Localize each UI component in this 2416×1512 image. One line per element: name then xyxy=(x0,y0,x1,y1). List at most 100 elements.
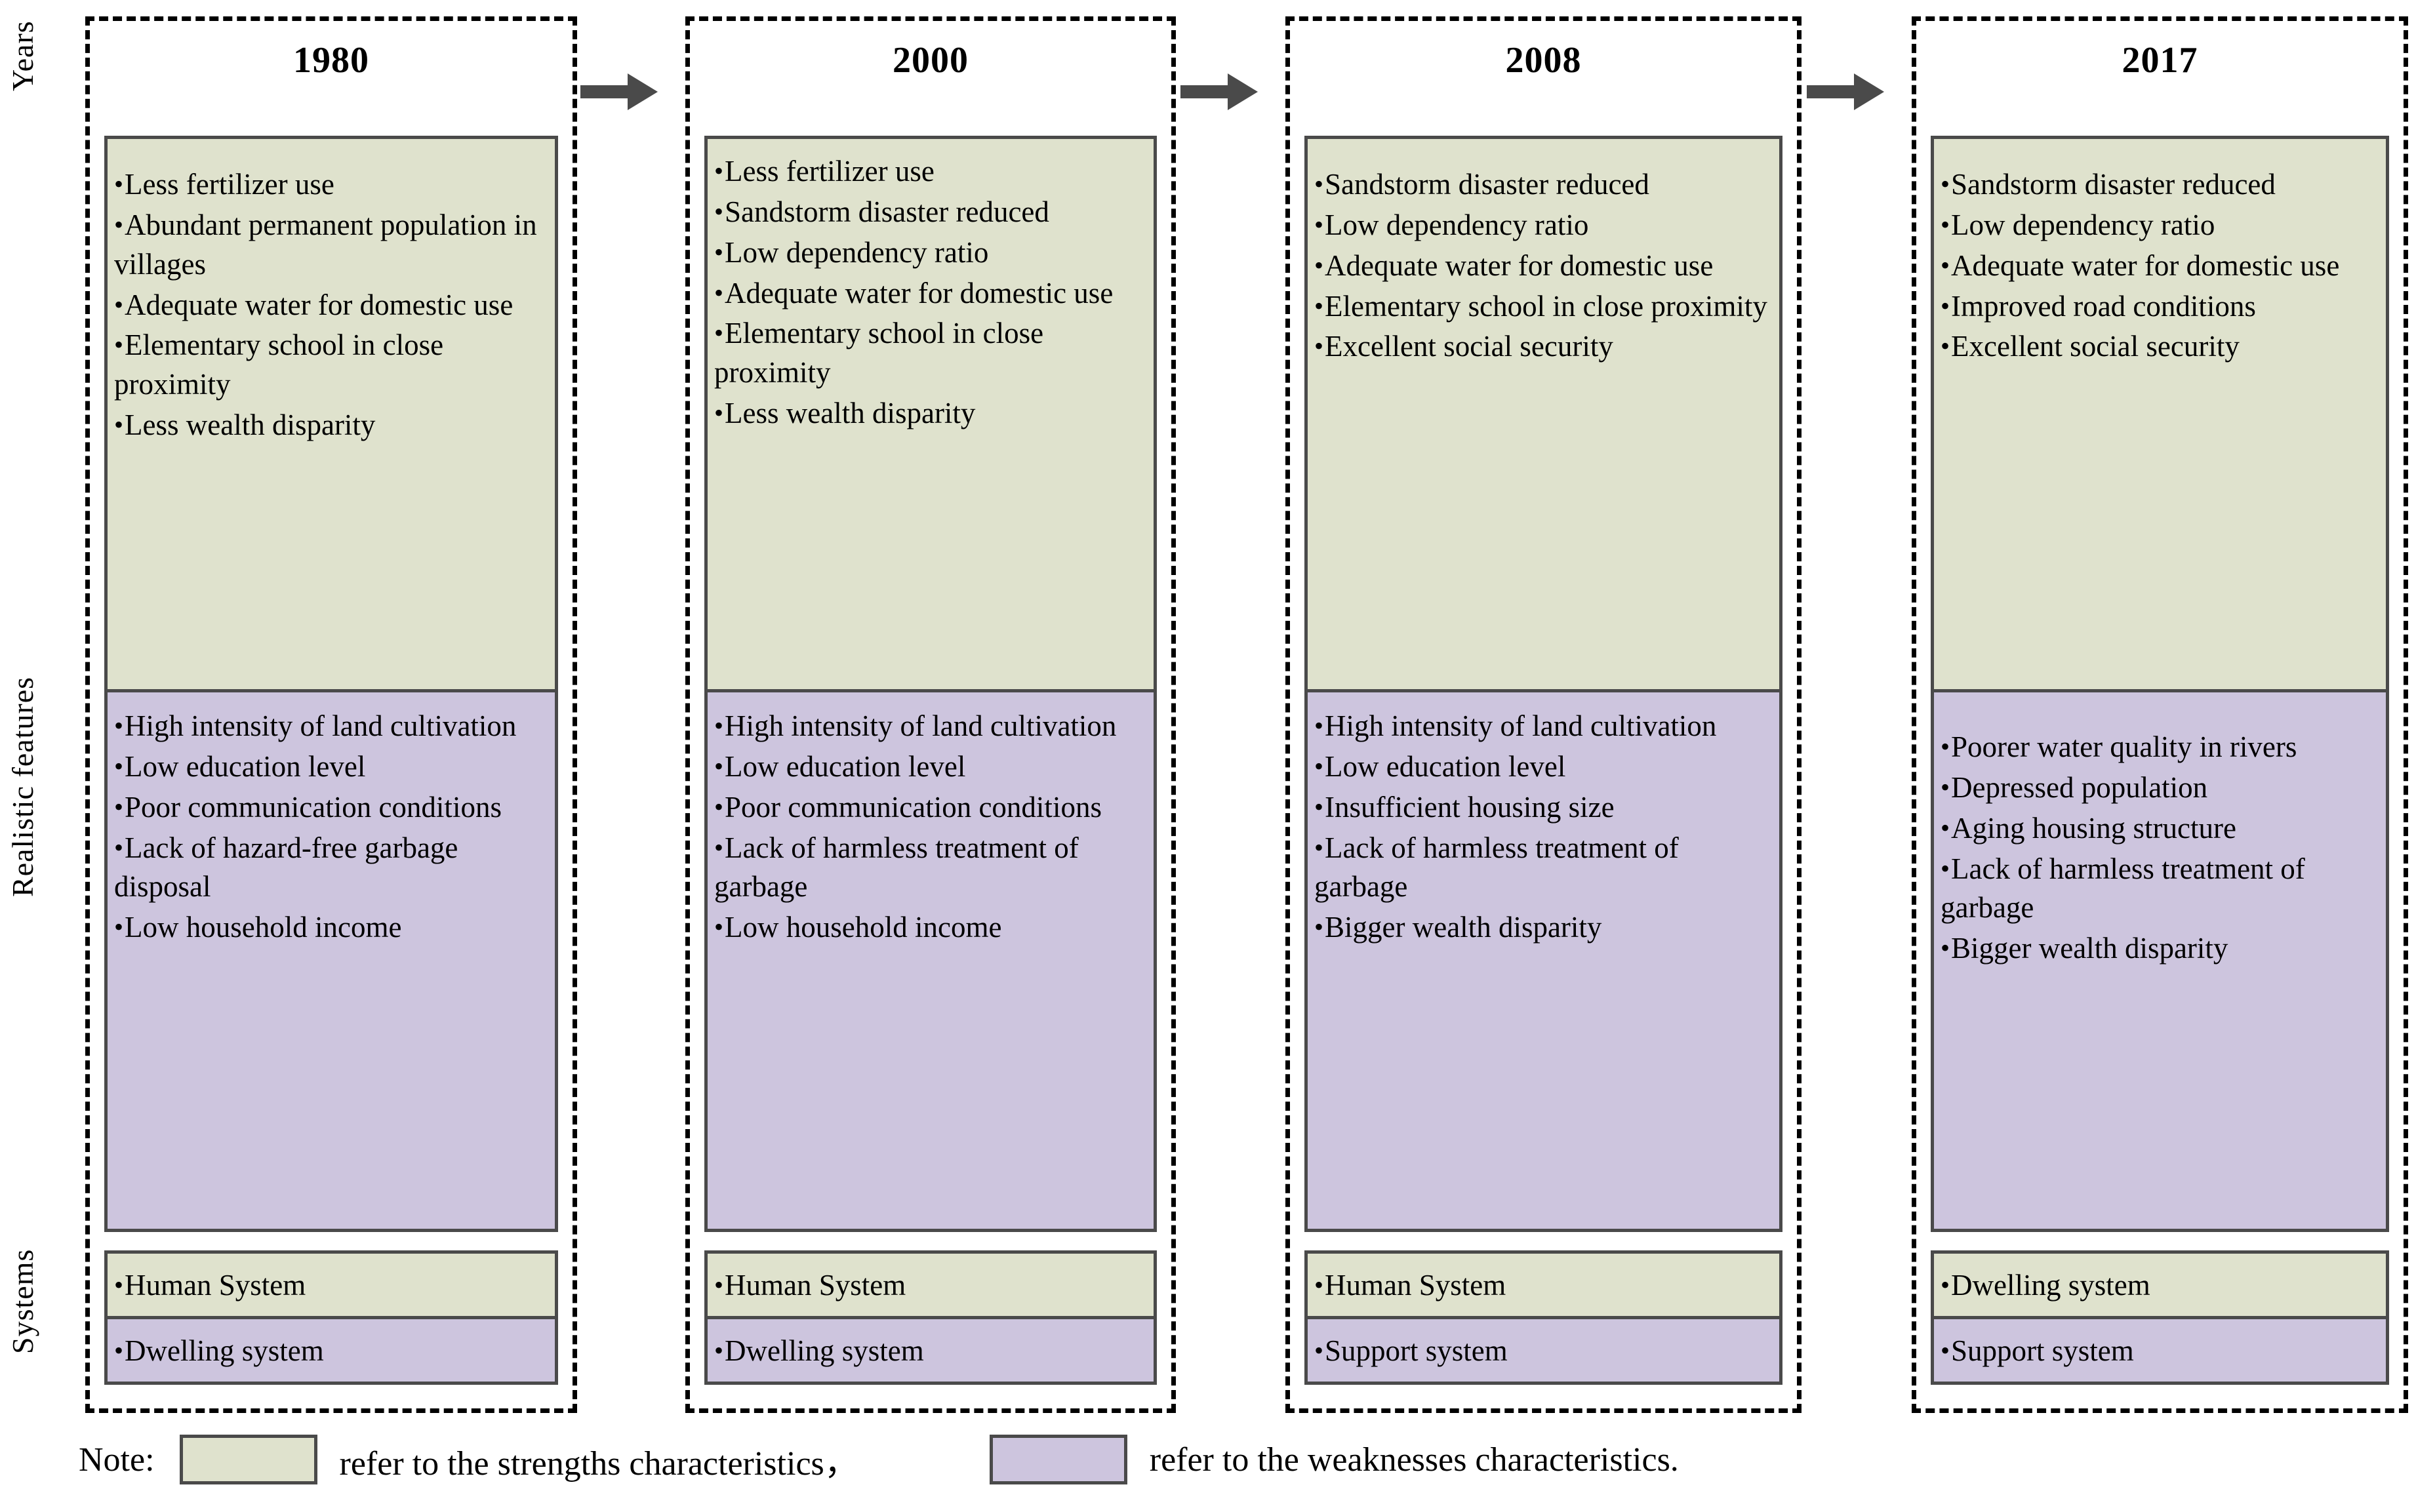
list-item: Insufficient housing size xyxy=(1314,788,1774,827)
timeline-column-1980: 1980 Less fertilizer use Abundant perman… xyxy=(85,16,577,1413)
strengths-list: Less fertilizer use Abundant permanent p… xyxy=(114,148,550,445)
axis-label-systems: Systems xyxy=(6,1248,39,1355)
list-item: Less wealth disparity xyxy=(714,394,1148,433)
bullet-icon: • xyxy=(714,1270,724,1300)
weaknesses-panel: Poorer water quality in rivers Depressed… xyxy=(1934,692,2386,1229)
system-label: Support system xyxy=(1325,1334,1508,1367)
list-item: Less fertilizer use xyxy=(114,165,550,205)
strengths-list: Sandstorm disaster reduced Low dependenc… xyxy=(1941,148,2381,367)
list-item: Less wealth disparity xyxy=(114,406,550,445)
system-label: Human System xyxy=(1325,1268,1506,1302)
legend-swatch-weakness xyxy=(989,1435,1127,1484)
system-row-weakness: • Support system xyxy=(1934,1319,2386,1382)
list-item: Improved road conditions xyxy=(1941,287,2381,327)
strengths-panel: Less fertilizer use Sandstorm disaster r… xyxy=(708,139,1154,692)
bullet-icon: • xyxy=(1941,1336,1950,1365)
legend-swatch-strength xyxy=(179,1435,317,1484)
strengths-panel: Sandstorm disaster reduced Low dependenc… xyxy=(1934,139,2386,692)
list-item: High intensity of land cultivation xyxy=(714,707,1148,746)
timeline-column-2000: 2000 Less fertilizer use Sandstorm disas… xyxy=(685,16,1176,1413)
list-item: Low education level xyxy=(714,747,1148,787)
strengths-panel: Less fertilizer use Abundant permanent p… xyxy=(108,139,555,692)
bullet-icon: • xyxy=(1314,1270,1324,1300)
weaknesses-panel: High intensity of land cultivation Low e… xyxy=(1308,692,1779,1229)
system-row-strength: • Human System xyxy=(708,1254,1154,1319)
timeline-column-2008: 2008 Sandstorm disaster reduced Low depe… xyxy=(1285,16,1802,1413)
year-title: 2008 xyxy=(1505,40,1582,81)
year-title: 2000 xyxy=(893,40,969,81)
list-item: Bigger wealth disparity xyxy=(1941,929,2381,968)
list-item: Low dependency ratio xyxy=(1941,206,2381,245)
system-row-strength: • Dwelling system xyxy=(1934,1254,2386,1319)
list-item: High intensity of land cultivation xyxy=(1314,707,1774,746)
list-item: Adequate water for domestic use xyxy=(1941,247,2381,286)
list-item: Sandstorm disaster reduced xyxy=(1314,165,1774,205)
list-item: Poor communication conditions xyxy=(714,788,1148,827)
features-panel: Less fertilizer use Abundant permanent p… xyxy=(104,136,558,1232)
list-item: Adequate water for domestic use xyxy=(1314,247,1774,286)
list-item: Lack of hazard-free garbage disposal xyxy=(114,829,550,907)
system-label: Dwelling system xyxy=(725,1334,924,1367)
system-row-strength: • Human System xyxy=(1308,1254,1779,1319)
strengths-panel: Sandstorm disaster reduced Low dependenc… xyxy=(1308,139,1779,692)
arrow-right-icon xyxy=(1180,72,1259,111)
system-label: Human System xyxy=(725,1268,906,1302)
axis-label-realistic-features: Realistic features xyxy=(6,676,39,898)
timeline-column-2017: 2017 Sandstorm disaster reduced Low depe… xyxy=(1912,16,2408,1413)
systems-panel: • Human System • Dwelling system xyxy=(704,1250,1157,1385)
bullet-icon: • xyxy=(114,1270,124,1300)
arrow-right-icon xyxy=(580,72,659,111)
bullet-icon: • xyxy=(1941,1270,1950,1300)
weaknesses-list: High intensity of land cultivation Low e… xyxy=(114,702,550,947)
list-item: Adequate water for domestic use xyxy=(114,286,550,325)
systems-panel: • Dwelling system • Support system xyxy=(1931,1250,2389,1385)
list-item: Excellent social security xyxy=(1941,327,2381,367)
features-panel: Sandstorm disaster reduced Low dependenc… xyxy=(1931,136,2389,1232)
arrow-right-icon xyxy=(1807,72,1885,111)
systems-panel: • Human System • Support system xyxy=(1304,1250,1782,1385)
system-row-strength: • Human System xyxy=(108,1254,555,1319)
features-panel: Less fertilizer use Sandstorm disaster r… xyxy=(704,136,1157,1232)
system-label: Support system xyxy=(1951,1334,2134,1367)
list-item: Sandstorm disaster reduced xyxy=(714,193,1148,232)
year-title: 1980 xyxy=(293,40,369,81)
system-row-weakness: • Dwelling system xyxy=(108,1319,555,1382)
axis-label-years: Years xyxy=(6,20,39,91)
list-item: High intensity of land cultivation xyxy=(114,707,550,746)
system-label: Dwelling system xyxy=(1951,1268,2150,1302)
list-item: Excellent social security xyxy=(1314,327,1774,367)
list-item: Adequate water for domestic use xyxy=(714,274,1148,313)
list-item: Less fertilizer use xyxy=(714,152,1148,191)
list-item: Low household income xyxy=(114,908,550,947)
year-title: 2017 xyxy=(2122,40,2198,81)
bullet-icon: • xyxy=(1314,1336,1324,1365)
system-row-weakness: • Support system xyxy=(1308,1319,1779,1382)
list-item: Poorer water quality in rivers xyxy=(1941,728,2381,767)
weaknesses-list: High intensity of land cultivation Low e… xyxy=(1314,702,1774,947)
strengths-list: Sandstorm disaster reduced Low dependenc… xyxy=(1314,148,1774,367)
list-item: Low dependency ratio xyxy=(1314,206,1774,245)
features-panel: Sandstorm disaster reduced Low dependenc… xyxy=(1304,136,1782,1232)
list-item: Lack of harmless treatment of garbage xyxy=(714,829,1148,907)
list-item: Poor communication conditions xyxy=(114,788,550,827)
system-row-weakness: • Dwelling system xyxy=(708,1319,1154,1382)
list-item: Low household income xyxy=(714,908,1148,947)
list-item: Lack of harmless treatment of garbage xyxy=(1314,829,1774,907)
list-item: Lack of harmless treatment of garbage xyxy=(1941,850,2381,928)
system-label: Dwelling system xyxy=(125,1334,324,1367)
bullet-icon: • xyxy=(714,1336,724,1365)
list-item: Depressed population xyxy=(1941,768,2381,808)
systems-panel: • Human System • Dwelling system xyxy=(104,1250,558,1385)
legend-weakness-text: refer to the weaknesses characteristics. xyxy=(1149,1441,1679,1479)
weaknesses-list: Poorer water quality in rivers Depressed… xyxy=(1941,702,2381,968)
list-item: Bigger wealth disparity xyxy=(1314,908,1774,947)
list-item: Low dependency ratio xyxy=(714,233,1148,273)
list-item: Abundant permanent population in village… xyxy=(114,206,550,285)
legend-strength-text: refer to the strengths characteristics， xyxy=(339,1444,858,1482)
list-item: Low education level xyxy=(1314,747,1774,787)
strengths-list: Less fertilizer use Sandstorm disaster r… xyxy=(714,148,1148,433)
list-item: Aging housing structure xyxy=(1941,809,2381,848)
list-item: Elementary school in close proximity xyxy=(1314,287,1774,327)
list-item: Low education level xyxy=(114,747,550,787)
list-item: Elementary school in close proximity xyxy=(714,314,1148,393)
